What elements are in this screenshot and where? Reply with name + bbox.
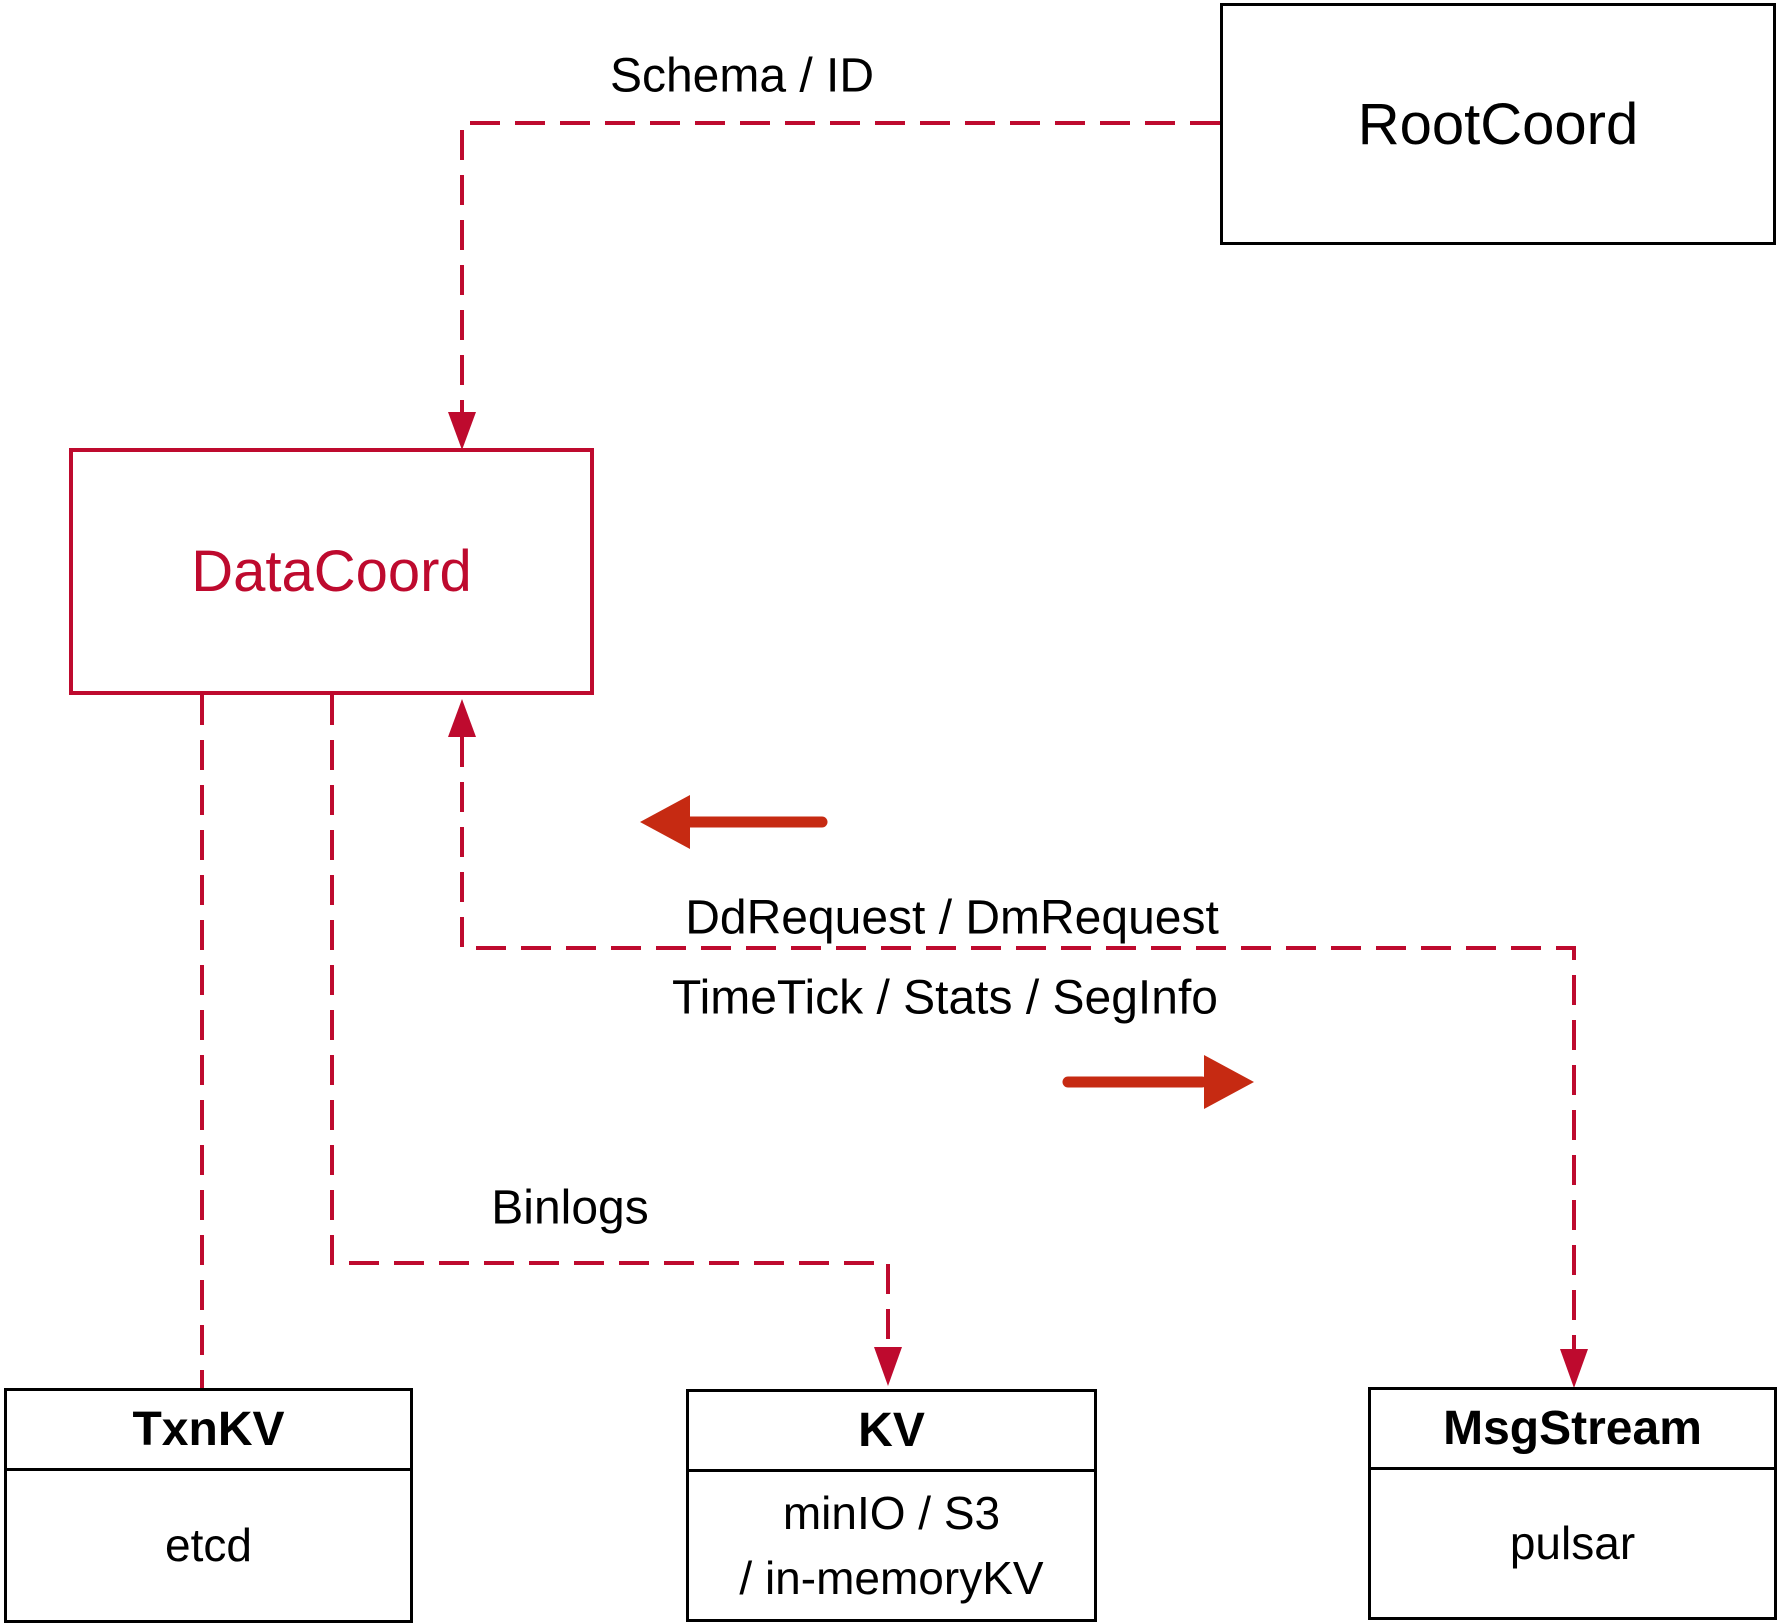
edge-datacoord-to-kv: [330, 695, 890, 1347]
node-kv: KV minIO / S3 / in-memoryKV: [686, 1389, 1097, 1622]
msgstream-header: MsgStream: [1371, 1390, 1774, 1470]
right-direction-arrow-head: [1204, 1055, 1254, 1109]
node-txnkv: TxnKV etcd: [4, 1388, 413, 1623]
node-msgstream: MsgStream pulsar: [1368, 1387, 1777, 1620]
txnkv-header: TxnKV: [7, 1391, 410, 1471]
arrowhead-into-kv-top: [874, 1347, 902, 1386]
msgstream-body: pulsar: [1509, 1517, 1636, 1569]
txnkv-body: etcd: [165, 1519, 252, 1571]
kv-body: minIO / S3 / in-memoryKV: [689, 1472, 1094, 1619]
kv-header: KV: [689, 1392, 1094, 1472]
datacoord-label: DataCoord: [191, 539, 472, 604]
edge-label-binlogs: Binlogs: [491, 1181, 649, 1235]
edge-datacoord-to-msgstream: [460, 737, 1576, 1349]
arrowhead-into-msgstream-top: [1560, 1349, 1588, 1388]
arrowhead-into-datacoord-top: [448, 412, 476, 450]
left-direction-arrow-head: [640, 795, 690, 849]
edge-label-ddrequest-dmrequest: DdRequest / DmRequest: [685, 891, 1219, 945]
kv-body-line1: minIO / S3: [782, 1486, 1001, 1539]
edge-label-timetick-stats-seginfo: TimeTick / Stats / SegInfo: [672, 971, 1218, 1025]
kv-body-line2: / in-memoryKV: [739, 1551, 1044, 1604]
arrowhead-into-datacoord-bottom: [448, 699, 476, 737]
edge-label-schema-id: Schema / ID: [609, 49, 875, 103]
node-datacoord: DataCoord: [69, 448, 594, 695]
rootcoord-label: RootCoord: [1357, 91, 1639, 157]
node-rootcoord: RootCoord: [1220, 3, 1776, 245]
edge-rootcoord-to-datacoord: [460, 121, 1220, 412]
